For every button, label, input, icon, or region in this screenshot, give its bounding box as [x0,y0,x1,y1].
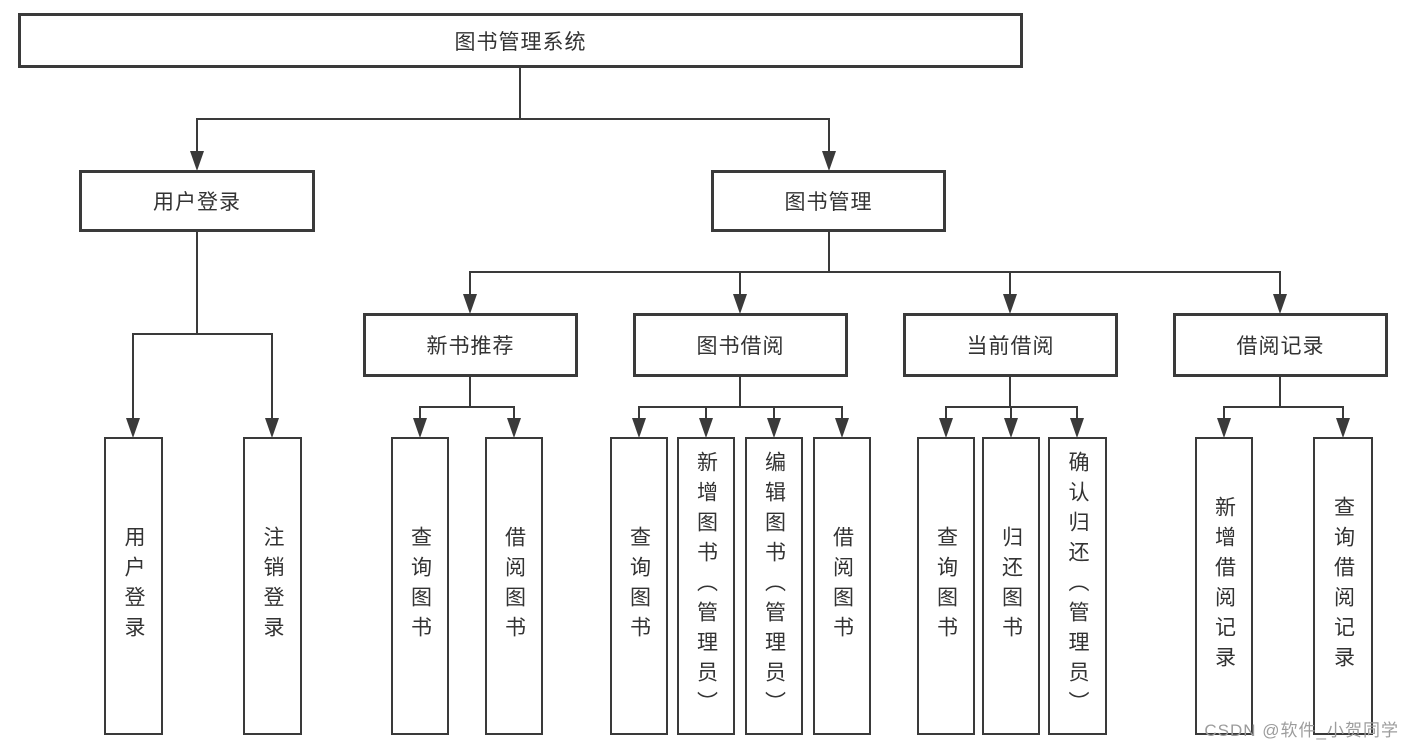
connector-line [638,406,640,420]
connector-line [469,271,471,297]
connector-line [1223,406,1344,408]
node-label: 查询图书 [408,526,432,646]
node-library-management-system: 图书管理系统 [18,13,1023,68]
node-leaf-edit-books-admin: 编辑图书（管理员） [745,437,803,735]
connector-line [469,376,471,408]
node-leaf-add-borrow-record: 新增借阅记录 [1195,437,1253,735]
arrow-down-icon [1336,418,1350,438]
arrow-down-icon [1217,418,1231,438]
connector-line [945,406,947,420]
node-label: 编辑图书（管理员） [762,451,786,721]
arrow-down-icon [733,294,747,314]
node-leaf-user-login: 用户登录 [104,437,163,735]
node-leaf-query-books-1: 查询图书 [391,437,449,735]
connector-line [773,406,775,420]
connector-line [828,231,830,273]
node-label: 用户登录 [122,526,145,646]
node-label: 查询借阅记录 [1331,496,1355,676]
node-book-borrow: 图书借阅 [633,313,848,377]
node-label: 注销登录 [261,526,284,646]
node-borrow-records: 借阅记录 [1173,313,1388,377]
node-leaf-borrow-books-1: 借阅图书 [485,437,543,735]
connector-line [1279,271,1281,297]
node-label: 查询图书 [934,526,958,646]
connector-line [271,333,273,419]
node-user-login: 用户登录 [79,170,315,232]
node-leaf-query-borrow-record: 查询借阅记录 [1313,437,1373,735]
arrow-down-icon [190,151,204,171]
node-leaf-confirm-return-admin: 确认归还（管理员） [1048,437,1107,735]
connector-line [419,406,421,420]
connector-line [705,406,707,420]
node-new-book-recommend: 新书推荐 [363,313,578,377]
connector-line [1279,376,1281,408]
arrow-down-icon [265,418,279,438]
connector-line [1076,406,1078,420]
connector-line [196,118,198,156]
node-leaf-borrow-books-2: 借阅图书 [813,437,871,735]
node-leaf-query-books-3: 查询图书 [917,437,975,735]
connector-line [841,406,843,420]
arrow-down-icon [1004,418,1018,438]
connector-line [196,118,830,120]
node-leaf-logout: 注销登录 [243,437,302,735]
node-label: 借阅图书 [502,526,526,646]
connector-line [469,271,1281,273]
arrow-down-icon [463,294,477,314]
node-leaf-query-books-2: 查询图书 [610,437,668,735]
arrow-down-icon [767,418,781,438]
connector-line [1009,271,1011,297]
arrow-down-icon [632,418,646,438]
connector-line [519,67,521,120]
connector-line [739,376,741,408]
connector-line [132,333,134,419]
connector-line [1223,406,1225,420]
arrow-down-icon [939,418,953,438]
node-label: 新增图书（管理员） [694,451,718,721]
arrow-down-icon [413,418,427,438]
connector-line [513,406,515,420]
arrow-down-icon [1070,418,1084,438]
arrow-down-icon [507,418,521,438]
connector-line [1010,406,1012,420]
node-label: 借阅图书 [830,526,854,646]
node-label: 新增借阅记录 [1212,496,1236,676]
arrow-down-icon [1003,294,1017,314]
connector-line [828,118,830,156]
connector-line [1009,376,1011,408]
node-label: 确认归还（管理员） [1066,451,1089,721]
arrow-down-icon [699,418,713,438]
arrow-down-icon [126,418,140,438]
arrow-down-icon [822,151,836,171]
connector-line [638,406,843,408]
connector-line [196,231,198,335]
connector-line [419,406,515,408]
node-current-borrow: 当前借阅 [903,313,1118,377]
node-leaf-add-books-admin: 新增图书（管理员） [677,437,735,735]
node-leaf-return-books: 归还图书 [982,437,1040,735]
node-label: 查询图书 [627,526,651,646]
node-label: 归还图书 [999,526,1023,646]
watermark: CSDN @软件_小贺同学 [1204,721,1399,740]
connector-line [739,271,741,297]
node-book-management: 图书管理 [711,170,946,232]
arrow-down-icon [1273,294,1287,314]
connector-line [132,333,273,335]
arrow-down-icon [835,418,849,438]
connector-line [1342,406,1344,420]
